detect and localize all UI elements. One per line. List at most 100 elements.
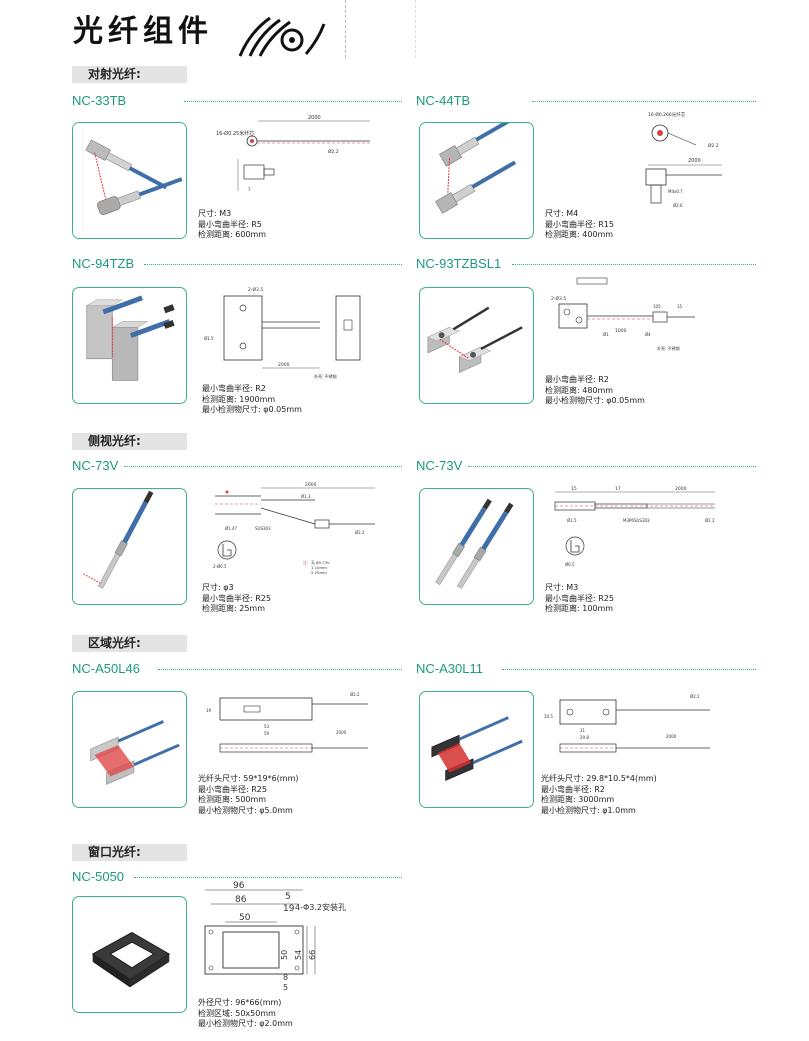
svg-text:2000: 2000 (336, 730, 347, 735)
model-name: NC-73V (72, 458, 119, 473)
spec-list-nca30l11: 光纤头尺寸: 29.8*10.5*4(mm) 最小弯曲半径: R2 检测距离: … (541, 774, 657, 816)
svg-text:54: 54 (294, 950, 303, 960)
product-photo-nc5050 (72, 896, 187, 1013)
svg-text:Ø1.5: Ø1.5 (567, 518, 577, 523)
model-name: NC-73V (416, 458, 463, 473)
svg-text:16-Ø0.266光纤芯: 16-Ø0.266光纤芯 (648, 111, 686, 118)
spec-list-nc73v-a: 尺寸: φ3 最小弯曲半径: R25 检测距离: 25mm (202, 583, 271, 615)
spec-list-nca50l46: 光纤头尺寸: 59*19*6(mm) 最小弯曲半径: R25 检测距离: 500… (198, 774, 299, 816)
technical-drawing-nc44tb: 16-Ø0.266光纤芯 Ø2.2 2000 M4x0.7 Ø2.6 (618, 107, 728, 212)
product-photo-nca50l46 (72, 691, 187, 808)
svg-text:5: 5 (283, 983, 288, 992)
spec-item: 检测距离: 600mm (198, 230, 267, 239)
svg-text:59: 59 (264, 731, 270, 736)
svg-text:Ø2.2: Ø2.2 (705, 518, 715, 523)
svg-text:15: 15 (677, 304, 683, 309)
svg-text:8: 8 (283, 973, 288, 982)
product-photo-nc94tzb (72, 287, 187, 404)
technical-drawing-nc33tb: 16-Ø0.25米纤芯 2000 Ø2.2 7 (208, 107, 378, 202)
model-header-nc44tb: NC-44TB (416, 94, 756, 108)
spec-item: 最小弯曲半径: R25 (198, 784, 267, 794)
model-header-nca50l46: NC-A50L46 (72, 662, 402, 676)
category-area: 区域光纤: (72, 635, 187, 652)
spec-item: 检测距离: 100mm (545, 604, 614, 613)
spec-item: 最小检测物尺寸: φ0.05mm (545, 396, 645, 405)
product-photo-nc33tb (72, 122, 187, 239)
svg-text:66: 66 (308, 950, 317, 960)
svg-text:Ø2.2: Ø2.2 (350, 692, 360, 697)
spec-item: 最小检测物尺寸: φ1.0mm (541, 805, 636, 815)
model-name: NC-33TB (72, 93, 127, 108)
svg-text:2000: 2000 (688, 158, 701, 164)
svg-text:50: 50 (239, 913, 251, 923)
fiber-wave-logo (232, 10, 328, 60)
spec-list-nc73v-b: 尺寸: M3 最小弯曲半径: R25 检测距离: 100mm (545, 583, 614, 615)
drawing-label: 16-Ø0.25米纤芯 (216, 130, 254, 137)
svg-text:50: 50 (280, 950, 289, 960)
svg-text:2000: 2000 (666, 734, 677, 739)
spec-item: 检测距离: 400mm (545, 230, 614, 239)
product-photo-nc44tb (419, 122, 534, 239)
svg-text:Ø2.2: Ø2.2 (708, 142, 719, 149)
svg-text:Ø1.3: Ø1.3 (301, 494, 311, 499)
model-name: NC-5050 (72, 869, 125, 884)
technical-drawing-nc73v-b: 15 17 2000 Ø1.5 M3P6SUS303 Ø2.2 Ø0.5 (545, 482, 725, 577)
spec-item: 检测距离: 500mm (198, 795, 267, 804)
svg-text:M3P6SUS303: M3P6SUS303 (623, 518, 650, 523)
spec-item: 尺寸: M3 (545, 583, 579, 592)
svg-text:SUS303: SUS303 (255, 526, 271, 531)
spec-item: 尺寸: φ3 (202, 583, 234, 592)
model-name: NC-94TZB (72, 256, 135, 271)
spec-item: 最小弯曲半径: R5 (198, 219, 262, 229)
svg-text:53: 53 (264, 724, 270, 729)
technical-drawing-nc5050: 96 86 5 19 4-Φ3.2安装孔 50 50 54 66 8 5 (195, 876, 375, 994)
svg-text:2000: 2000 (305, 482, 317, 488)
divider (345, 0, 346, 58)
spec-item: 最小弯曲半径: R25 (202, 593, 271, 603)
spec-item: 检测距离: 3000mm (541, 795, 615, 804)
svg-text:外壳: 不锈钢: 外壳: 不锈钢 (657, 345, 680, 351)
spec-item: 检测距离: 480mm (545, 385, 614, 395)
model-header-nc5050: NC-5050 (72, 870, 402, 884)
spec-item: 最小弯曲半径: R25 (545, 593, 614, 603)
svg-text:2000: 2000 (278, 362, 290, 368)
spec-item: 外径尺寸: 96*66(mm) (198, 998, 282, 1007)
spec-item: 最小检测物尺寸: φ0.05mm (202, 405, 302, 414)
spec-list-nc33tb: 尺寸: M3 最小弯曲半径: R5 检测距离: 600mm (198, 209, 266, 241)
svg-text:Ø1.5: Ø1.5 (204, 336, 214, 341)
svg-text:外壳: 不锈钢: 外壳: 不锈钢 (314, 373, 337, 379)
spec-item: 检测区域: 50x50mm (198, 1008, 276, 1018)
svg-text:Ø2.2: Ø2.2 (690, 694, 700, 699)
svg-text:M4x0.7: M4x0.7 (668, 189, 683, 194)
spec-list-nc5050: 外径尺寸: 96*66(mm) 检测区域: 50x50mm 最小检测物尺寸: φ… (198, 998, 293, 1030)
svg-text:Ø4: Ø4 (645, 332, 651, 337)
spec-item: 最小检测物尺寸: φ5.0mm (198, 805, 293, 815)
svg-text:2000: 2000 (308, 115, 321, 121)
technical-drawing-nca30l11: Ø2.2 10.5 21 29.8 2000 (540, 682, 720, 772)
svg-text:Ø1.47: Ø1.47 (225, 526, 238, 531)
spec-item: 最小弯曲半径: R15 (545, 219, 614, 229)
technical-drawing-nc93tzbsl1: 2-Ø3.5 105 15 1000 Ø1 Ø4 外壳: 不锈钢 (545, 270, 735, 370)
svg-text:19: 19 (283, 904, 295, 914)
svg-text:Ø2.2: Ø2.2 (328, 148, 339, 155)
model-name: NC-93TZBSL1 (416, 256, 502, 271)
model-header-nc73v-b: NC-73V (416, 459, 756, 473)
page-title: 光纤组件 (73, 14, 213, 49)
svg-text:96: 96 (233, 881, 245, 891)
svg-text:无 69-73V: 无 69-73V (311, 560, 330, 565)
svg-text:2000: 2000 (675, 486, 687, 492)
svg-text:Ø1: Ø1 (603, 332, 609, 337)
spec-item: 尺寸: M4 (545, 209, 579, 218)
spec-list-nc94tzb: 最小弯曲半径: R2 检测距离: 1900mm 最小检测物尺寸: φ0.05mm (202, 384, 302, 416)
category-side-view: 侧视光纤: (72, 433, 187, 450)
spec-item: 光纤头尺寸: 59*19*6(mm) (198, 774, 299, 783)
svg-text:2-Ø3.5: 2-Ø3.5 (551, 295, 566, 302)
svg-text:Ø2.6: Ø2.6 (673, 203, 683, 208)
spec-item: 检测距离: 1900mm (202, 394, 276, 404)
svg-text:4-Φ3.2安装孔: 4-Φ3.2安装孔 (295, 902, 346, 912)
spec-item: 最小弯曲半径: R2 (202, 384, 266, 393)
model-name: NC-A50L46 (72, 661, 140, 676)
spec-item: 最小弯曲半径: R2 (541, 784, 605, 794)
svg-text:2 20mm: 2 20mm (311, 570, 327, 575)
spec-item: 最小弯曲半径: R2 (545, 375, 609, 384)
